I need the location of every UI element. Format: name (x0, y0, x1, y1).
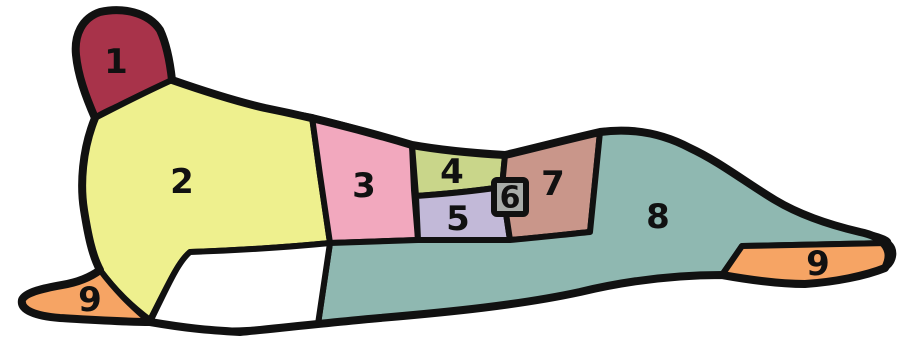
label-8: 8 (646, 197, 670, 237)
label-2: 2 (170, 162, 194, 202)
label-3: 3 (352, 166, 376, 206)
label-6: 6 (500, 181, 521, 216)
label-1: 1 (104, 42, 128, 82)
label-5: 5 (446, 199, 470, 239)
label-9-left: 9 (78, 280, 102, 320)
label-7: 7 (541, 164, 565, 204)
label-4: 4 (440, 152, 464, 192)
label-9-right: 9 (806, 244, 830, 284)
